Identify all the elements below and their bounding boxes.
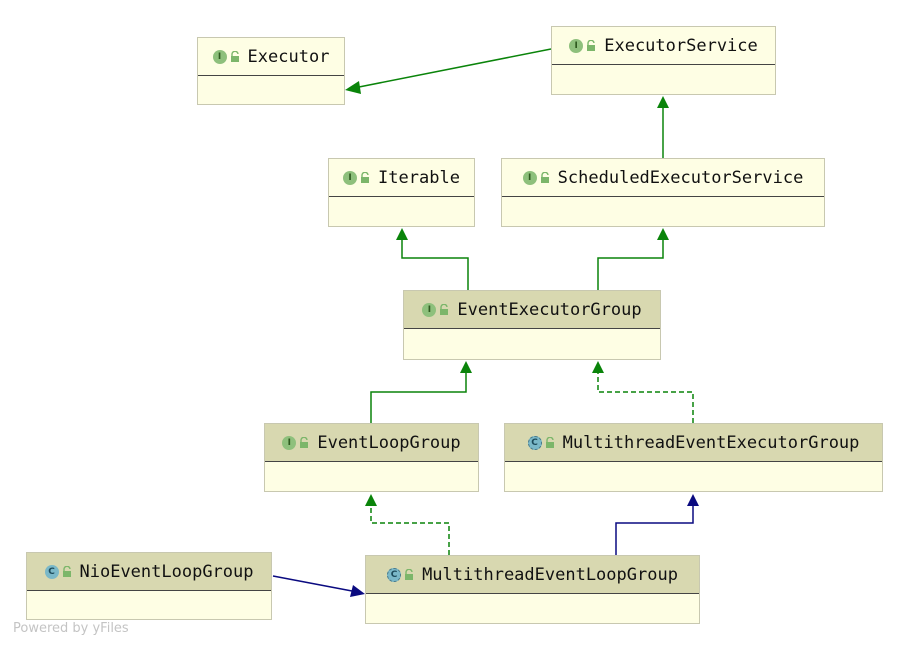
lock-icon	[405, 569, 414, 580]
lock-icon	[230, 51, 239, 62]
node-name: MultithreadEventExecutorGroup	[562, 432, 860, 453]
interface-icon: I	[569, 38, 584, 53]
node-iterable[interactable]: I Iterable	[328, 158, 475, 227]
lock-icon	[540, 172, 549, 183]
node-name: MultithreadEventLoopGroup	[422, 564, 678, 585]
node-name: EventExecutorGroup	[457, 299, 642, 320]
lock-icon	[300, 437, 309, 448]
node-header: I EventLoopGroup	[265, 424, 478, 462]
node-executor[interactable]: I Executor	[197, 37, 345, 105]
abstract-class-icon: C	[387, 567, 402, 582]
edge-eventexecutorgroup-to-iterable	[396, 228, 469, 290]
edge-eventexecutorgroup-to-scheduled	[597, 228, 669, 290]
node-header: C MultithreadEventExecutorGroup	[505, 424, 882, 462]
abstract-class-icon: C	[527, 435, 542, 450]
edge-mtelg-to-mteg	[615, 494, 699, 555]
lock-icon	[440, 304, 449, 315]
node-name: EventLoopGroup	[317, 432, 461, 453]
node-nio-event-loop-group[interactable]: C NioEventLoopGroup	[26, 552, 272, 620]
interface-icon: I	[212, 49, 227, 64]
edge-eventloopgroup-to-eventexecutorgroup	[370, 361, 472, 423]
edge-mteg-to-eventexecutorgroup	[592, 361, 694, 423]
node-header: C MultithreadEventLoopGroup	[366, 556, 699, 594]
node-name: NioEventLoopGroup	[79, 561, 254, 582]
lock-icon	[361, 172, 370, 183]
node-multithread-event-loop-group[interactable]: C MultithreadEventLoopGroup	[365, 555, 700, 624]
interface-icon: I	[522, 170, 537, 185]
node-header: C NioEventLoopGroup	[27, 553, 271, 591]
node-name: Executor	[247, 46, 330, 67]
node-header: I ScheduledExecutorService	[502, 159, 824, 197]
lock-icon	[62, 566, 71, 577]
node-name: ScheduledExecutorService	[557, 167, 804, 188]
interface-icon: I	[422, 302, 437, 317]
edge-scheduled-to-executorservice	[657, 96, 669, 158]
edge-executorservice-to-executor	[345, 48, 552, 94]
node-header: I Iterable	[329, 159, 474, 197]
powered-by-watermark: Powered by yFiles	[13, 621, 129, 636]
node-event-loop-group[interactable]: I EventLoopGroup	[264, 423, 479, 492]
node-header: I EventExecutorGroup	[404, 291, 660, 329]
edge-nio-to-mtelg	[272, 575, 365, 597]
interface-icon: I	[343, 170, 358, 185]
lock-icon	[545, 437, 554, 448]
node-multithread-event-executor-group[interactable]: C MultithreadEventExecutorGroup	[504, 423, 883, 492]
class-icon: C	[44, 564, 59, 579]
node-name: Iterable	[378, 167, 460, 188]
node-event-executor-group[interactable]: I EventExecutorGroup	[403, 290, 661, 360]
node-header: I ExecutorService	[552, 27, 775, 65]
lock-icon	[587, 40, 596, 51]
edge-mtelg-to-eventloopgroup	[365, 494, 450, 555]
node-executor-service[interactable]: I ExecutorService	[551, 26, 776, 95]
interface-icon: I	[282, 435, 297, 450]
node-header: I Executor	[198, 38, 344, 76]
node-scheduled-executor-service[interactable]: I ScheduledExecutorService	[501, 158, 825, 227]
node-name: ExecutorService	[604, 35, 758, 56]
